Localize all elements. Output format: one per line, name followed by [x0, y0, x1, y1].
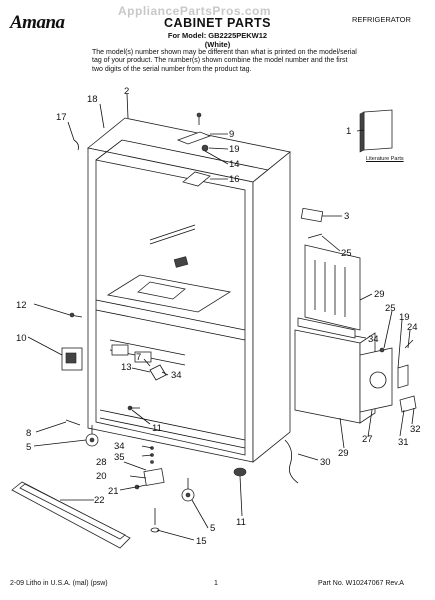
callout-label: 2 — [124, 86, 129, 97]
right-side-parts — [294, 207, 417, 424]
callout-label: 24 — [407, 322, 418, 333]
callout-label: 18 — [87, 94, 98, 105]
footer-part-number: Part No. W10247067 Rev.A — [318, 580, 404, 587]
callout-label: 15 — [196, 536, 207, 547]
footer-page-number: 1 — [214, 580, 218, 587]
callout-label: 34 — [114, 441, 125, 452]
callout-label: 29 — [338, 448, 349, 459]
category-label: REFRIGERATOR — [352, 15, 411, 24]
watermark: AppliancePartsPros.com — [118, 4, 272, 18]
callout-label: 25 — [341, 248, 352, 259]
model-color: (White) — [204, 40, 231, 49]
callout-label: 35 — [114, 452, 125, 463]
cabinet-body — [87, 117, 291, 463]
callout-label: 29 — [374, 289, 385, 300]
callout-label: 25 — [385, 303, 396, 314]
callout-label: 11 — [236, 517, 246, 528]
callout-label: 27 — [362, 434, 373, 445]
callout-leaders — [27, 93, 415, 541]
callout-numbers: 2 18 17 1 9 19 14 16 3 25 29 12 10 34 25… — [16, 86, 421, 547]
callout-label: 22 — [94, 495, 105, 506]
callout-label: 21 — [108, 486, 119, 497]
callout-label: 13 — [121, 362, 132, 373]
callout-label: 31 — [398, 437, 409, 448]
callout-label: 1 — [346, 126, 351, 137]
literature-booklet — [359, 109, 393, 153]
model-number: For Model: GB2225PEKW12 — [167, 31, 268, 40]
callout-label: 9 — [229, 129, 234, 140]
callout-label: 20 — [96, 471, 107, 482]
model-disclaimer: The model(s) number shown may be differe… — [92, 49, 357, 73]
left-side-parts — [61, 139, 140, 426]
callout-label: 28 — [96, 457, 107, 468]
callout-label: 19 — [399, 312, 410, 323]
footer-litho: 2-09 Litho in U.S.A. (mal) (psw) — [10, 580, 108, 587]
page-title: CABINET PARTS — [164, 16, 271, 30]
callout-label: 8 — [26, 428, 31, 439]
callout-label: 30 — [320, 457, 331, 468]
callout-label: 14 — [229, 159, 240, 170]
callout-label: 11 — [152, 423, 162, 434]
bottom-parts — [11, 439, 299, 549]
callout-label: 12 — [16, 300, 27, 311]
callout-label: 16 — [229, 174, 240, 185]
brand-logo: Amana — [10, 12, 65, 33]
callout-label: 7 — [136, 352, 141, 363]
callout-label: 5 — [26, 442, 31, 453]
callout-label: 10 — [16, 333, 27, 344]
top-hinge-assembly — [176, 112, 212, 187]
callout-label: 34 — [368, 334, 379, 345]
callout-label: 3 — [344, 211, 349, 222]
callout-label: 34 — [171, 370, 182, 381]
callout-label: 5 — [210, 523, 215, 534]
literature-parts-label: Literature Parts — [366, 156, 404, 162]
callout-label: 19 — [229, 144, 240, 155]
callout-label: 32 — [410, 424, 421, 435]
callout-label: 17 — [56, 112, 67, 123]
